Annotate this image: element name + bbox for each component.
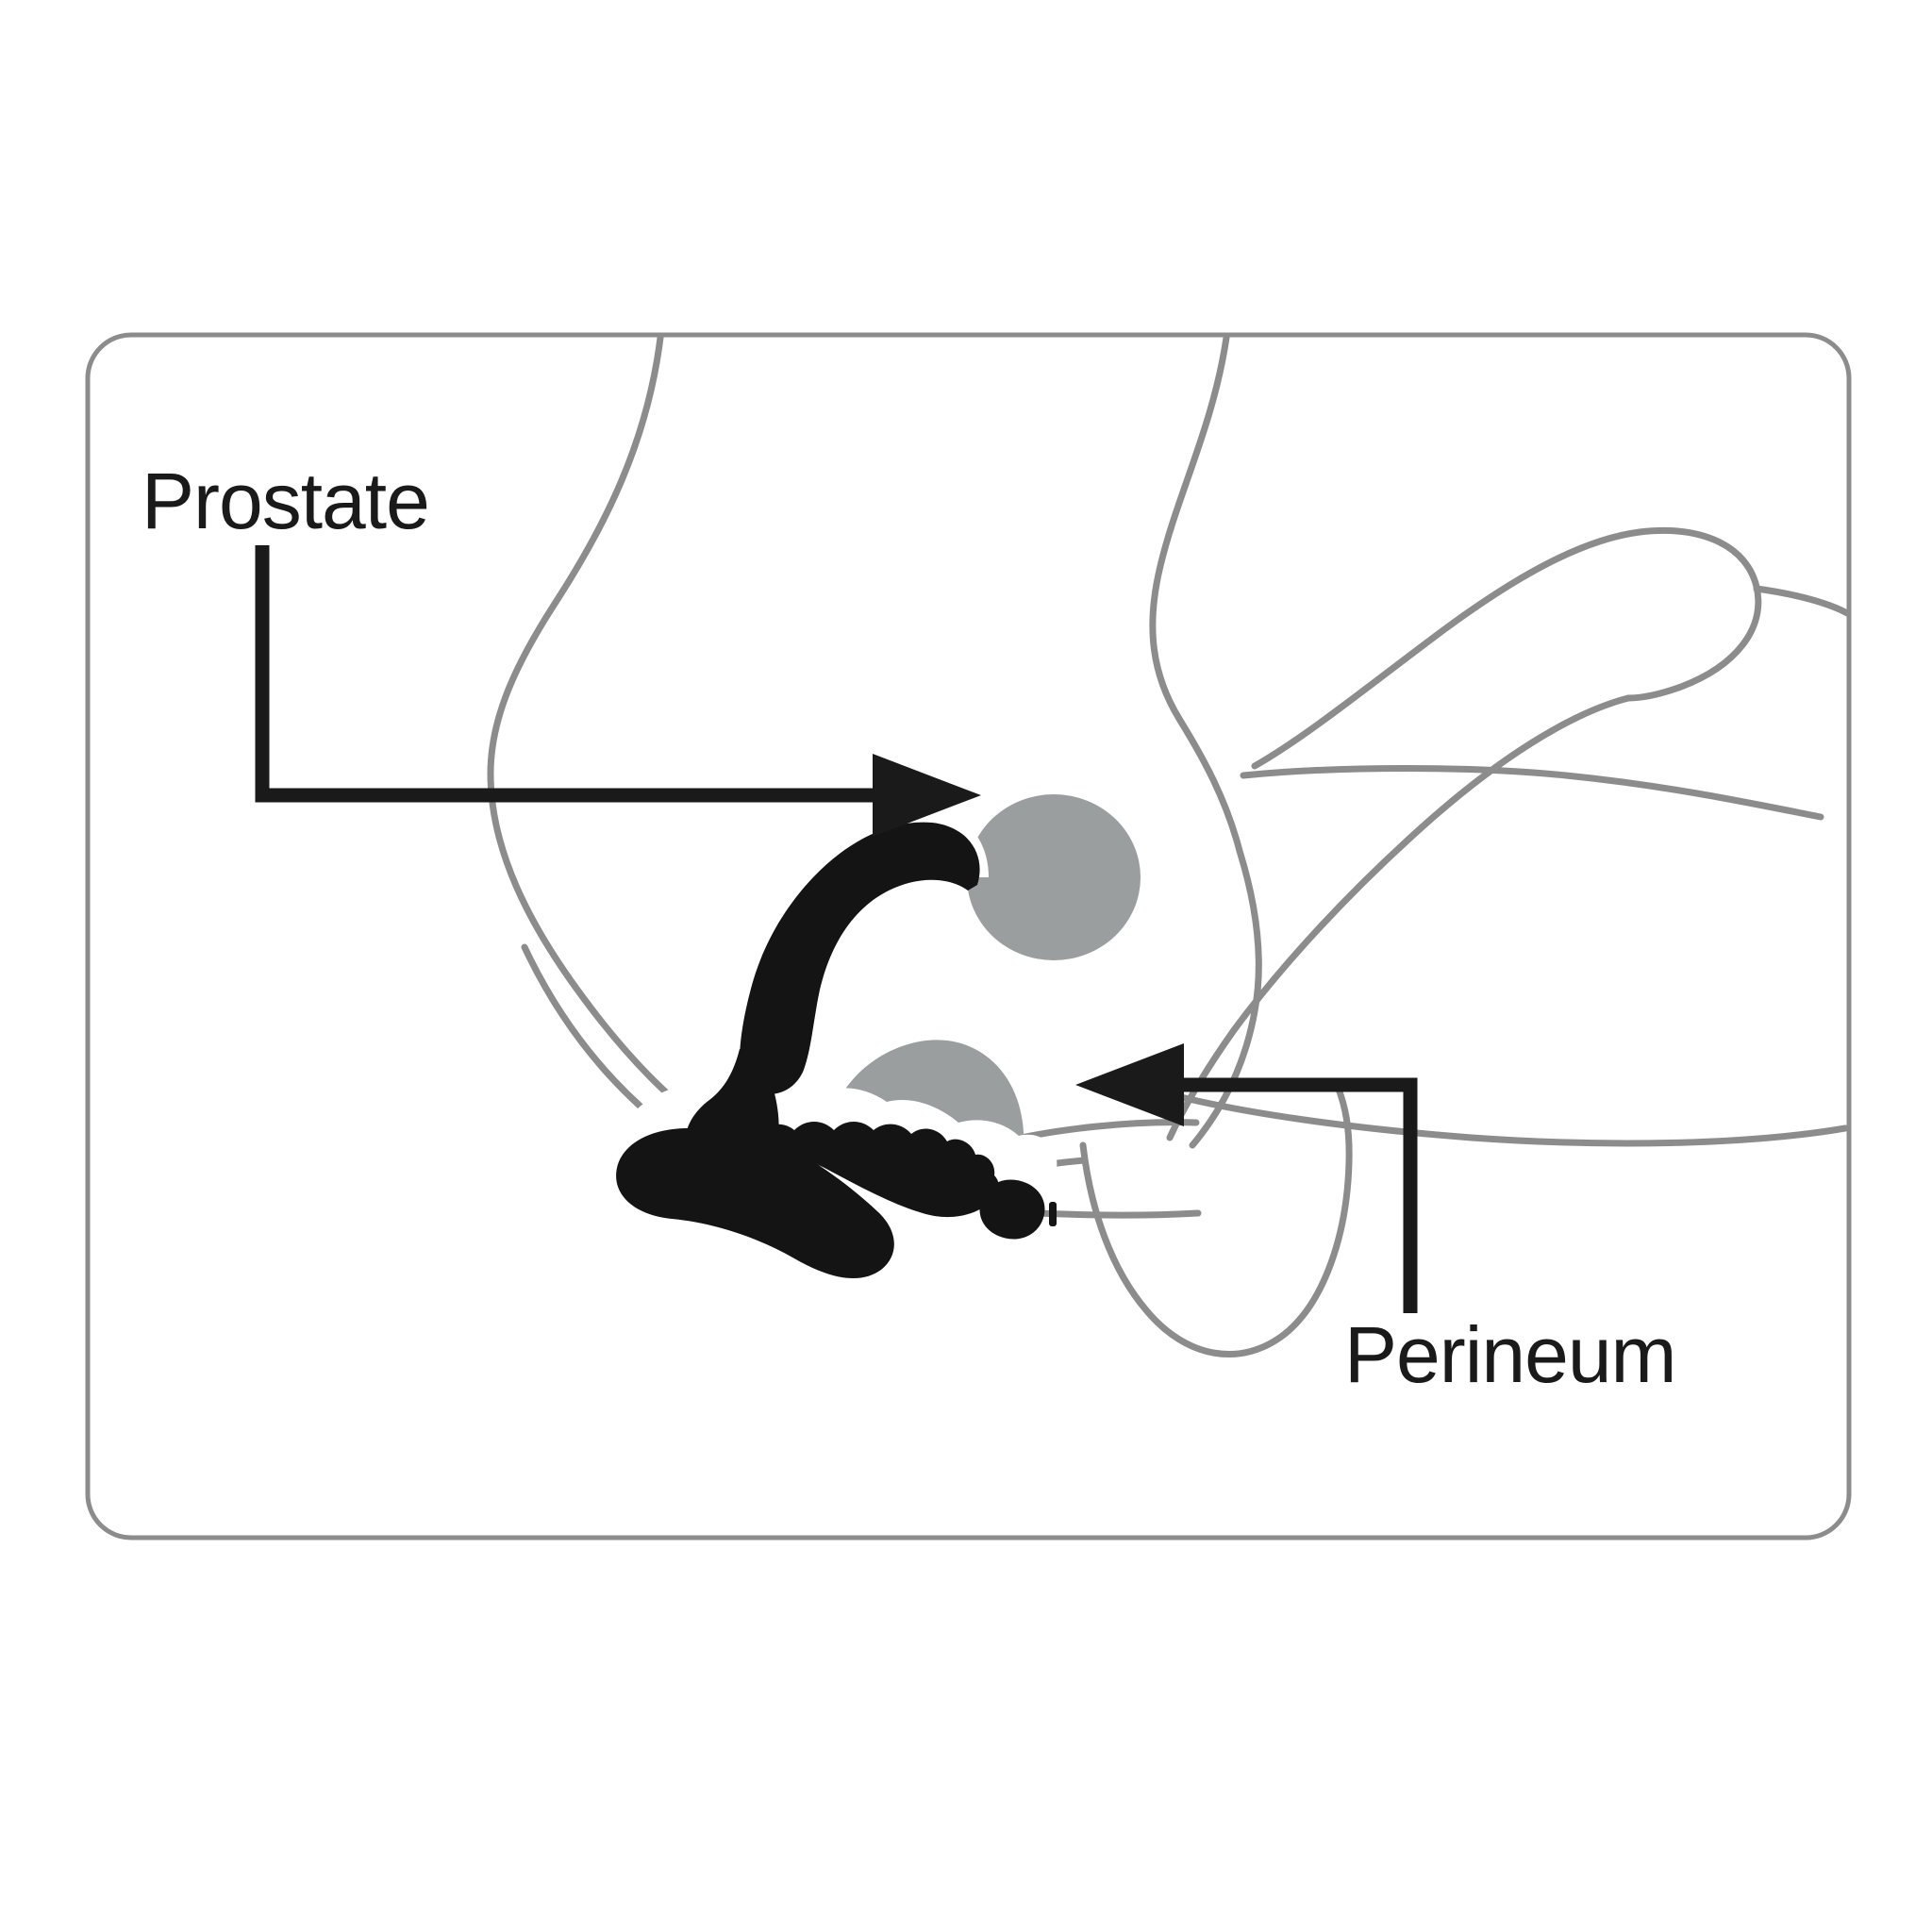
prostate-arrowhead-icon (873, 754, 981, 837)
ridged-perineum-arm (751, 1122, 999, 1218)
tip-cap (979, 1179, 1045, 1240)
perineum-leader-line (1075, 1043, 1418, 1313)
thigh-top-contour (1753, 585, 1851, 617)
penis-shaft-lower-edge (1166, 694, 1632, 1141)
penis-shaft-upper-edge (1251, 528, 1643, 770)
back-buttock-contour (487, 334, 721, 1136)
prostate-label: Prostate (142, 457, 429, 545)
prostate-leader-line (255, 545, 981, 837)
curved-prostate-arm (740, 822, 980, 1094)
rounded-panel-border (85, 332, 1852, 1541)
far-thigh-contour (1174, 1092, 1849, 1147)
abdomen-contour (1149, 334, 1243, 855)
prostate-massager (610, 807, 1058, 1302)
groin-crease (1240, 765, 1824, 821)
prostate-gland (967, 794, 1141, 960)
perineum-arrowhead-icon (1075, 1043, 1184, 1126)
prostate-leader-path (255, 545, 877, 803)
scrotum-contour (1079, 1083, 1353, 1357)
perineum-leader-path (1179, 1077, 1418, 1313)
glans-contour (1624, 527, 1762, 702)
perineum-label: Perineum (1344, 1310, 1676, 1399)
flared-base (616, 1127, 894, 1279)
tip-dash-detail (1049, 1202, 1057, 1226)
